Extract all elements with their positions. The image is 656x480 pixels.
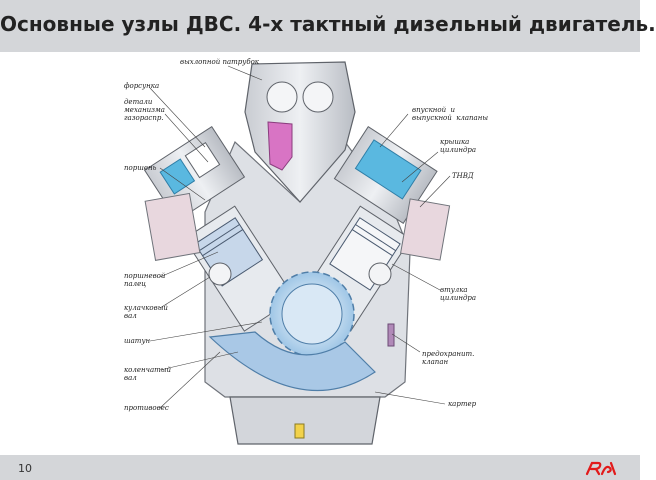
page-number: 10: [18, 462, 32, 475]
label-safety-valve: предохранит. клапан: [422, 350, 475, 366]
slide-title-bar: Основные узлы ДВС. 4-х тактный дизельный…: [0, 0, 656, 52]
rzd-logo-icon: [585, 461, 617, 476]
label-injector: форсунка: [124, 82, 160, 90]
label-cylinder-cover: крышка цилиндра: [440, 138, 477, 154]
manifold-port-right: [302, 81, 334, 113]
crankshaft-hub: [281, 283, 343, 345]
label-gas-distribution: детали механизма газораспр.: [124, 98, 165, 122]
drain-plug: [294, 423, 305, 439]
counterweight: [208, 331, 376, 391]
footer-bar: [0, 455, 640, 480]
engine-drawing: [143, 61, 451, 445]
left-side-pump: [144, 192, 201, 261]
label-piston-pin: поршневой палец: [124, 272, 166, 288]
manifold-port-left: [266, 81, 298, 113]
label-cylinder-sleeve: втулка цилиндра: [440, 286, 477, 302]
label-exhaust-pipe: выхлопной патрубок: [180, 58, 259, 66]
slide-title: Основные узлы ДВС. 4-х тактный дизельный…: [0, 12, 656, 36]
label-counterweight: противовес: [124, 404, 169, 412]
leader-lines: [149, 65, 451, 409]
label-crankcase: картер: [448, 400, 477, 408]
crankcase: [229, 396, 381, 445]
right-side-pump: [400, 198, 451, 261]
engine-diagram: выхлопной патрубок форсунка детали механ…: [0, 52, 640, 455]
label-tnvd: ТНВД: [452, 172, 474, 180]
exhaust-pipe: [267, 121, 293, 171]
label-camshaft: кулачковый вал: [124, 304, 168, 320]
label-valves: впускной и выпускной клапаны: [412, 106, 489, 122]
label-crankshaft: коленчатый вал: [124, 366, 171, 382]
label-connecting-rod: шатун: [124, 337, 151, 345]
label-piston: поршень: [124, 164, 157, 172]
right-camshaft: [368, 262, 392, 286]
left-camshaft: [208, 262, 232, 286]
